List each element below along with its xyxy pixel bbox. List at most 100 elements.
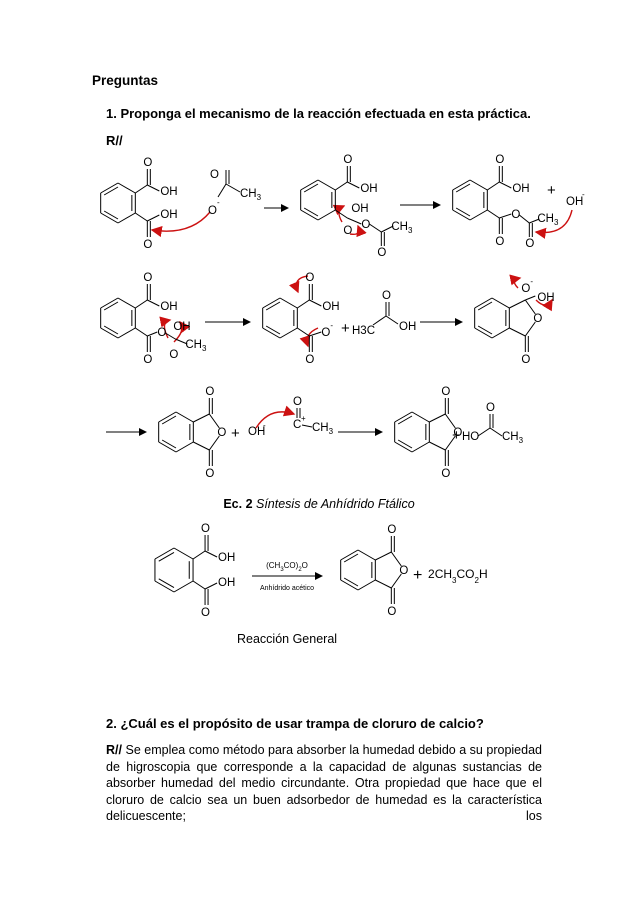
hydroxyl-label: OH	[173, 321, 190, 333]
ring-bond	[117, 297, 136, 309]
answer-2-prefix: R//	[106, 743, 122, 757]
ring-bond	[300, 209, 319, 221]
electron-arrow-oh	[159, 316, 172, 339]
electron-arrow-carbonyl	[288, 275, 309, 294]
methyl-bond	[489, 427, 503, 437]
hydroxyl-label: OH	[537, 292, 554, 304]
acylium-carbon-label: C	[293, 419, 301, 431]
ring-bond	[474, 327, 493, 339]
ester-bond	[519, 214, 530, 224]
hydroxyl-bond	[525, 295, 536, 301]
group-label: H3C	[352, 325, 375, 337]
ring-bond	[117, 327, 136, 339]
ring-double-bond	[397, 439, 413, 449]
ring-bond	[509, 299, 526, 309]
ring-double-bond	[161, 415, 177, 425]
carbonyl-bond	[429, 413, 446, 423]
section-title: Preguntas	[92, 73, 159, 88]
ring-double-bond	[303, 207, 319, 217]
hydroxyl-label: OH	[218, 552, 235, 564]
oxygen-label: O	[143, 157, 152, 169]
carbonyl-bond	[297, 299, 310, 309]
electron-arrow-acetate	[150, 211, 211, 238]
ring-oxygen-label: O	[533, 313, 542, 325]
ring-oxygen-bond	[524, 299, 536, 315]
tetrahedral-bond	[335, 209, 348, 219]
ring-double-bond	[303, 183, 319, 193]
ring-bond	[117, 212, 136, 224]
ring-bond	[279, 327, 298, 339]
ring-bond	[394, 411, 413, 423]
hydroxyl-bond	[147, 214, 160, 222]
group-label: CH3	[312, 422, 334, 436]
electron-arrow-o	[349, 224, 367, 238]
carbonyl-bond	[193, 413, 210, 423]
oxygen-label: O	[521, 354, 530, 366]
electron-arrow-hydroxide	[535, 298, 553, 312]
ring-double-bond	[103, 325, 119, 335]
ring-double-bond	[265, 325, 281, 335]
electron-arrow-hydroxide	[255, 405, 296, 429]
ring-oxygen-bond	[208, 435, 220, 451]
ring-double-bond	[158, 578, 175, 589]
oxygen-label: O	[525, 238, 534, 250]
hydroxyl-label: OH	[160, 301, 177, 313]
oxygen-label: O	[157, 327, 166, 339]
answer-2: R// Se emplea como método para absorber …	[106, 742, 542, 825]
ring-bond	[491, 297, 510, 309]
hydroxyl-label: OH	[160, 186, 177, 198]
ring-double-bond	[343, 553, 359, 563]
oxygen-anion-label: O	[321, 327, 330, 339]
oxygen-label: O	[205, 468, 214, 480]
ring-double-bond	[103, 210, 119, 220]
ring-double-bond	[477, 301, 493, 311]
ring-double-bond	[455, 183, 471, 193]
ring-bond	[158, 441, 177, 453]
plus-sign: +	[547, 182, 556, 199]
electron-arrow-o	[173, 320, 191, 343]
ring-double-bond	[158, 551, 175, 562]
methyl-bond	[381, 225, 394, 233]
oxygen-label: O	[441, 468, 450, 480]
ester-bond	[499, 213, 512, 219]
ring-bond	[469, 179, 488, 191]
ring-oxygen-bond	[390, 551, 402, 567]
ring-bond	[173, 580, 194, 593]
ring-bond	[452, 179, 471, 191]
ring-oxygen-bond	[444, 435, 456, 451]
oxygen-label: O	[201, 607, 210, 619]
ester-bond	[369, 223, 382, 233]
ring-double-bond	[103, 301, 119, 311]
oxygen-label: O	[143, 272, 152, 284]
group-label: CH3	[537, 213, 559, 227]
oxygen-label: O	[377, 247, 386, 259]
minus-sign: -	[582, 190, 585, 199]
hydroxyl-label: OH	[322, 301, 339, 313]
carbonyl-bond	[487, 209, 500, 219]
oxygen-label: O	[361, 219, 370, 231]
ring-bond	[411, 411, 430, 423]
ring-bond	[317, 179, 336, 191]
reagent-formula: (CH3CO)2O	[266, 561, 308, 573]
ring-bond	[394, 441, 413, 453]
ring-bond	[173, 547, 194, 560]
carbonyl-bond	[135, 212, 148, 222]
minus-sign: -	[263, 421, 266, 430]
tetrahedral-bond	[165, 332, 176, 340]
ring-bond	[491, 327, 510, 339]
hydroxyl-bond	[204, 582, 218, 590]
ester-bond	[147, 331, 158, 337]
ring-bond	[340, 579, 359, 591]
minus-sign: -	[217, 198, 220, 207]
carbonyl-bond	[135, 327, 148, 337]
carbonyl-bond	[429, 441, 446, 451]
oxygen-label: O	[382, 290, 391, 302]
carbonyl-bond	[135, 299, 148, 309]
ring-bond	[452, 209, 471, 221]
plus-sign: +	[452, 427, 461, 444]
carbonyl-bond	[509, 327, 526, 337]
carbonyl-bond	[375, 579, 392, 589]
ester-bond	[347, 217, 362, 225]
group-label: CH3	[391, 221, 413, 235]
